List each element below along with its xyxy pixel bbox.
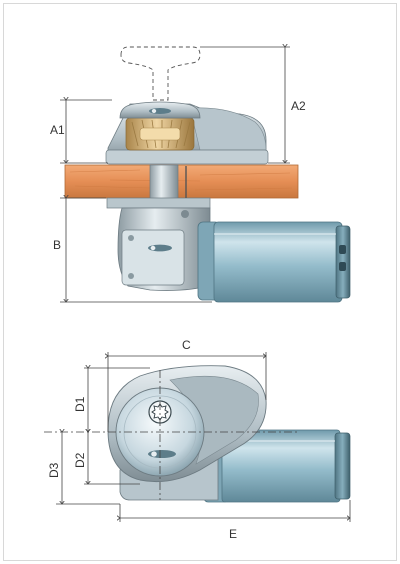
cap-dashed-outline [120, 46, 201, 101]
side-view [64, 46, 351, 303]
housing-base-plate [105, 149, 269, 165]
housing-hood [189, 107, 267, 151]
motor-terminal [339, 262, 346, 271]
label-d1: D1 [73, 396, 87, 412]
label-c: C [182, 338, 191, 352]
quick-logo-icon [149, 108, 171, 114]
top-dimensions [44, 352, 350, 522]
gearbox-bolt [181, 210, 189, 218]
motor [197, 221, 351, 303]
label-d3: D3 [47, 462, 61, 478]
quick-logo-icon [148, 450, 176, 458]
quick-logo-icon [148, 244, 172, 252]
side-dimensions [60, 47, 290, 302]
gearbox-bolt [128, 273, 134, 279]
label-e: E [229, 527, 237, 541]
label-a2: A2 [291, 99, 306, 113]
label-b: B [53, 238, 61, 252]
top-view [107, 365, 351, 503]
gearbox-bolt [128, 235, 134, 241]
label-a1: A1 [50, 123, 65, 137]
gearbox-block [121, 229, 185, 286]
brass-gypsy [125, 117, 195, 151]
label-d2: D2 [73, 452, 87, 468]
deck-board [64, 164, 299, 199]
spline-socket [148, 400, 172, 424]
shaft-tube [149, 164, 179, 204]
motor-terminal [339, 245, 346, 254]
shaft-flange [106, 197, 211, 209]
